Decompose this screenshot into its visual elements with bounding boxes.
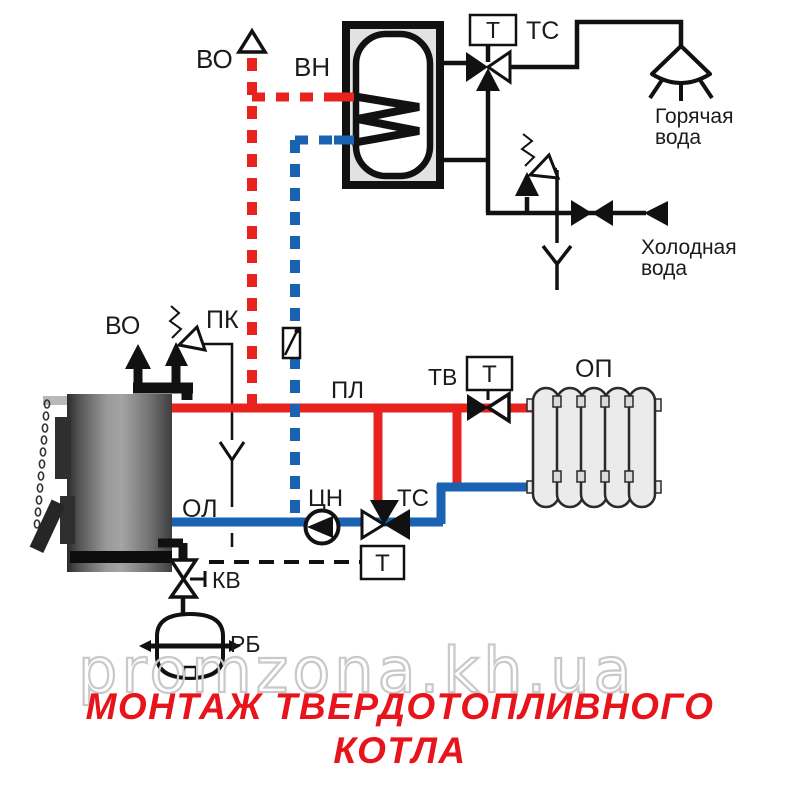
- label-cn: ЦН: [308, 485, 343, 512]
- relief-valve-dhw-icon: [515, 133, 561, 196]
- label-pk: ПК: [206, 306, 239, 334]
- shower-icon: [648, 44, 714, 101]
- safety-valve-pk-icon: [165, 305, 208, 366]
- label-rb: РБ: [230, 631, 260, 657]
- boiler-lower-door: [60, 496, 75, 544]
- page-title-line1: МОНТАЖ ТВЕРДОТОПЛИВНОГО: [85, 686, 715, 727]
- boiler-vent-piping: [133, 364, 193, 400]
- thermometer-box-top: Т: [468, 13, 518, 47]
- drain-funnel-icon: [541, 244, 573, 290]
- label-hot-water-1: Горячая: [655, 105, 733, 128]
- label-cold-water-1: Холодная: [641, 236, 737, 259]
- label-op: ОП: [575, 355, 612, 383]
- radiator-valve-tv-icon: [467, 390, 511, 425]
- page-title-line2: КОТЛА: [333, 730, 467, 771]
- expansion-tank-icon: [139, 611, 241, 681]
- boiler-upper-door: [55, 417, 71, 479]
- draft-chain-icon: [33, 399, 51, 529]
- watermark: promzona.kh.ua: [77, 633, 636, 708]
- return-pipe-blue: [170, 482, 536, 527]
- dashed-supply-to-tank: [247, 58, 338, 404]
- boiler: [29, 394, 172, 572]
- mixing-valve-dhw-icon: [466, 49, 512, 91]
- air-vent-boiler-icon: [125, 344, 151, 369]
- circulation-pump-icon: [303, 508, 341, 546]
- thermometer-box-radiator: Т: [465, 355, 514, 392]
- label-hot-water-2: вода: [655, 126, 701, 149]
- label-vo-boiler: ВО: [105, 312, 140, 340]
- label-ol: ОЛ: [182, 495, 218, 523]
- radiator: [526, 386, 662, 509]
- label-ts-lower: ТС: [397, 485, 429, 512]
- dhw-piping: [443, 19, 684, 243]
- label-pl: ПЛ: [331, 377, 364, 404]
- indirect-water-heater: [334, 21, 444, 189]
- three-way-valve-ts-icon: [360, 500, 410, 541]
- dashed-return-from-tank: [290, 135, 338, 518]
- drain-valve-kv-icon: [167, 558, 207, 599]
- air-vent-top-icon: [235, 27, 269, 54]
- label-cold-water-2: вода: [641, 257, 687, 280]
- heat-exchanger-coil-icon: [351, 92, 420, 147]
- thermometer-box-lower: Т: [359, 544, 406, 581]
- t-radiator-label: Т: [482, 361, 497, 388]
- label-tv: ТВ: [428, 364, 457, 390]
- label-vn: ВН: [294, 52, 330, 82]
- cold-water-inlet-arrow: [644, 201, 668, 226]
- label-vo-top: ВО: [196, 44, 233, 74]
- t-top-label: Т: [486, 17, 500, 43]
- label-kv: КВ: [212, 567, 241, 593]
- boiler-lever: [29, 499, 66, 553]
- cold-water-valve-icon: [571, 200, 613, 226]
- check-valve-icon: [281, 326, 302, 360]
- t-lower-label: Т: [375, 550, 390, 577]
- label-tc-top: ТС: [526, 17, 559, 45]
